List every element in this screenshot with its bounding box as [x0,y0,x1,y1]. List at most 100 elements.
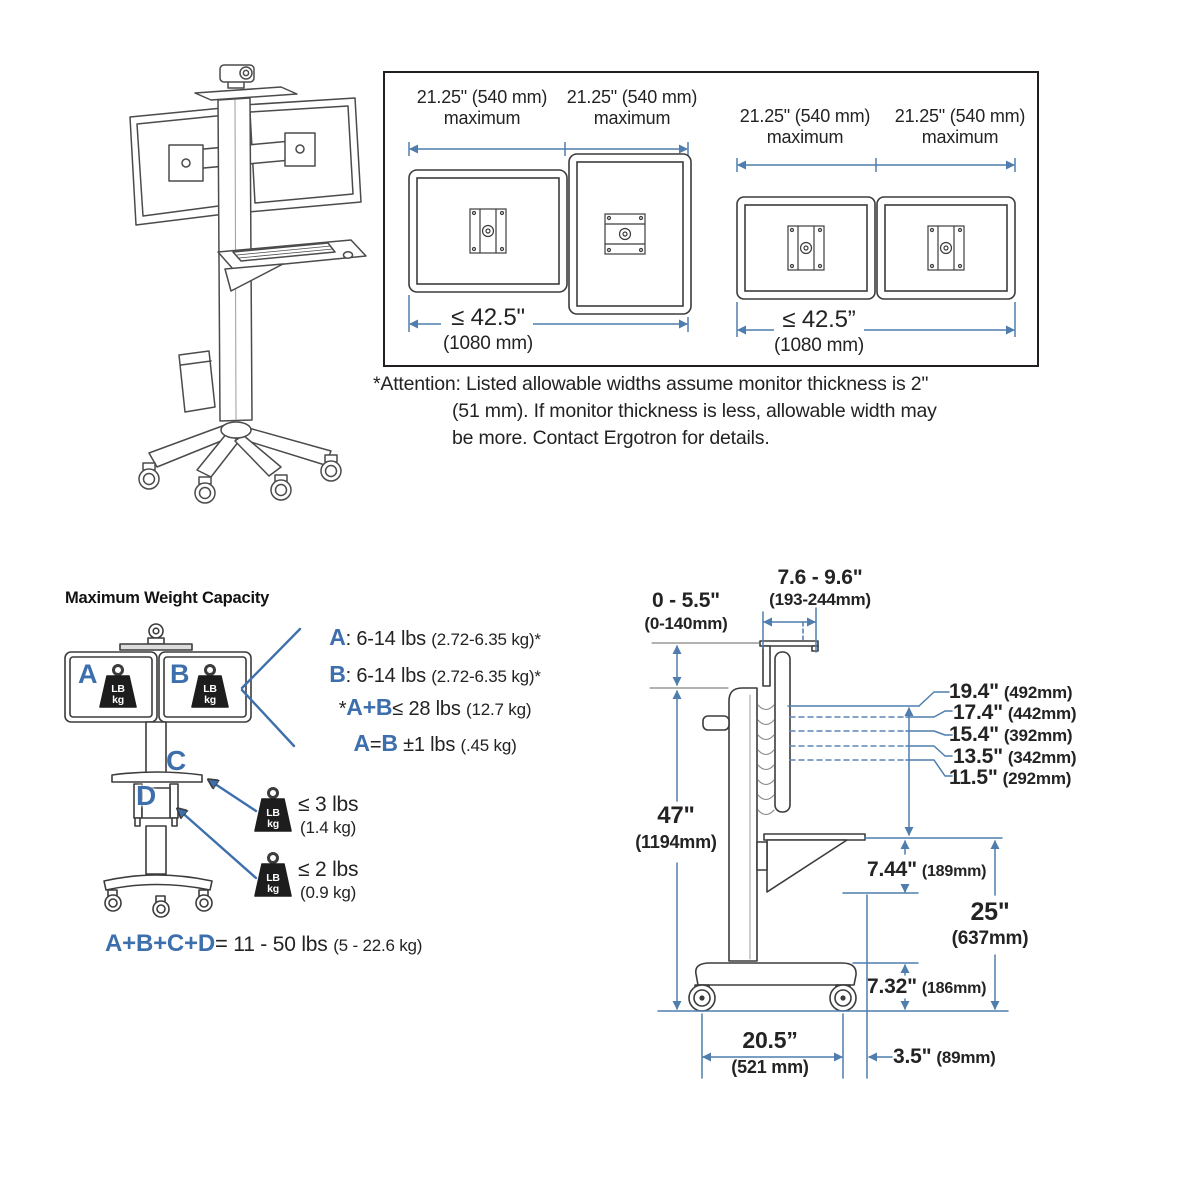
cpu-weight-metric: (0.9 kg) [300,883,357,902]
attention-note: *Attention: Listed allowable widths assu… [373,373,1063,460]
side-view-section: 7.6 - 9.6" (193-244mm) 0 - 5.5" (0-140mm… [600,555,1200,1100]
height-metric: (492mm) [1003,683,1073,702]
monitor-width-diagram [408,142,1016,337]
wheelbase-value: 20.5” [742,1027,798,1053]
mini-cpu-holder [133,783,179,827]
weight-unit-kg: kg [267,818,279,830]
height-value: 13.5" [953,745,1003,768]
dim-value: 21.25" (540 mm) [566,87,698,107]
lift-spring [757,704,775,816]
attention-line-2: (51 mm). If monitor thickness is less, a… [452,400,937,422]
height-label-19-4: 19.4"(492mm) [949,680,1073,704]
left-total-width-mm: (1080 mm) [442,333,534,354]
spec-eq-a: A [353,730,370,756]
mini-base [103,874,213,891]
monitor1-width-label: 21.25" (540 mm) maximum [407,87,557,129]
cpu-d-letter: D [136,780,157,811]
dim-qualifier: maximum [766,127,844,147]
base-height-label: 7.32"(186mm) [867,975,986,999]
dim-value: 21.25" (540 mm) [739,106,871,126]
spec-ab-value: 28 lbs [408,698,467,720]
cpu-holder [178,350,216,413]
monitor-side [774,651,791,813]
shelf-lift-metric: (0-140mm) [644,614,728,633]
handle-side [702,715,730,731]
mini-casters [104,889,213,918]
spec-a-letter: A [329,624,346,650]
height-metric: (342mm) [1007,748,1077,767]
right-total-width-mm: (1080 mm) [773,335,865,356]
weight-icon-a: LB kg [99,664,137,708]
shelf-depth-metric: (193-244mm) [769,590,871,609]
keyboard-tray-side [763,833,866,841]
spec-line-a: A: 6-14 lbs (2.72-6.35 kg)* [305,624,565,651]
keyboard-tray [217,239,367,292]
spec-b-letter: B [329,661,346,687]
attention-line-3: be more. Contact Ergotron for details. [452,427,770,449]
height-value: 11.5" [949,766,998,789]
side-view-diagram [649,607,1009,1079]
spec-b-value: 6-14 lbs [356,665,432,687]
spec-line-ab: *A+B≤ 28 lbs (12.7 kg) [305,694,565,721]
height-label-15-4: 15.4"(392mm) [949,723,1073,747]
tray-wedge [766,839,848,893]
spec-ab-metric: (12.7 kg) [466,700,532,719]
height-value: 15.4" [949,723,999,746]
weight-unit-lb: LB [111,683,125,695]
overhang-label: 3.5"(89mm) [893,1045,996,1069]
caster-base [138,421,342,504]
callout-lines [178,627,302,880]
weight-capacity-diagram: LB kg LB kg [64,623,302,918]
height-lines-dashed [789,716,907,761]
spec-eq-metric: (.45 kg) [460,736,517,755]
spec-line-eq: A=B ±1 lbs (.45 kg) [305,730,565,757]
height-value: 19.4" [949,680,999,703]
spec-eq-sign: = [369,734,382,756]
spec-line-b: B: 6-14 lbs (2.72-6.35 kg)* [305,661,565,688]
monitor-crossbar [168,132,316,182]
monitor2-width-label: 21.25" (540 mm) maximum [557,87,707,129]
tray-c-letter: C [166,745,187,776]
right-config-monitors [736,196,1016,300]
weight-icon-d: LB kg [254,852,292,897]
overhang-value: 3.5" [893,1045,932,1068]
height-label-17-4: 17.4"(442mm) [953,701,1077,725]
tray-rise-value: 7.44" [867,858,917,881]
mini-cart-column [103,721,213,918]
spec-ab-operator: ≤ [392,698,409,720]
camera-icon [119,623,193,651]
total-height-metric: (1194mm) [635,832,717,852]
monitor3-width-label: 21.25" (540 mm) maximum [730,106,880,148]
spec-a-sep: : [345,628,357,650]
mini-keyboard-tray [111,771,203,783]
cpu-weight-value: ≤ 2 lbs [298,858,359,881]
total-weight-line: A+B+C+D= 11 - 50 lbs (5 - 22.6 kg) [105,930,423,958]
total-height-value: 47" [657,802,695,829]
caster-wheel [320,454,342,482]
spec-a-metric: (2.72-6.35 kg)* [431,630,541,649]
height-metric: (442mm) [1007,704,1077,723]
weight-capacity-title: Maximum Weight Capacity [65,589,270,607]
shelf-depth-value: 7.6 - 9.6" [777,566,863,589]
left-config-monitors [408,153,692,315]
dim-qualifier: maximum [443,108,521,128]
total-metric: (5 - 22.6 kg) [333,936,423,955]
monitor4-width-label: 21.25" (540 mm) maximum [885,106,1035,148]
reference-lines [649,642,761,689]
caster-wheel [194,476,216,504]
spec-ab-star: * [338,698,347,720]
weight-unit-kg: kg [204,694,216,706]
spec-a-value: 6-14 lbs [356,628,432,650]
caster-wheel [270,474,292,501]
weight-unit-kg: kg [112,694,124,706]
monitor-a-letter: A [78,659,98,689]
dim-qualifier: maximum [593,108,671,128]
base-height-value: 7.32" [867,975,917,998]
monitor-width-panel: 21.25" (540 mm) maximum 21.25" (540 mm) … [383,71,1039,367]
tray-weight-value: ≤ 3 lbs [298,793,359,816]
vesa-plate [469,208,507,254]
tray-rise-label: 7.44"(189mm) [867,858,986,882]
shelf-lift-value: 0 - 5.5" [652,589,720,612]
weight-unit-kg: kg [267,883,279,895]
